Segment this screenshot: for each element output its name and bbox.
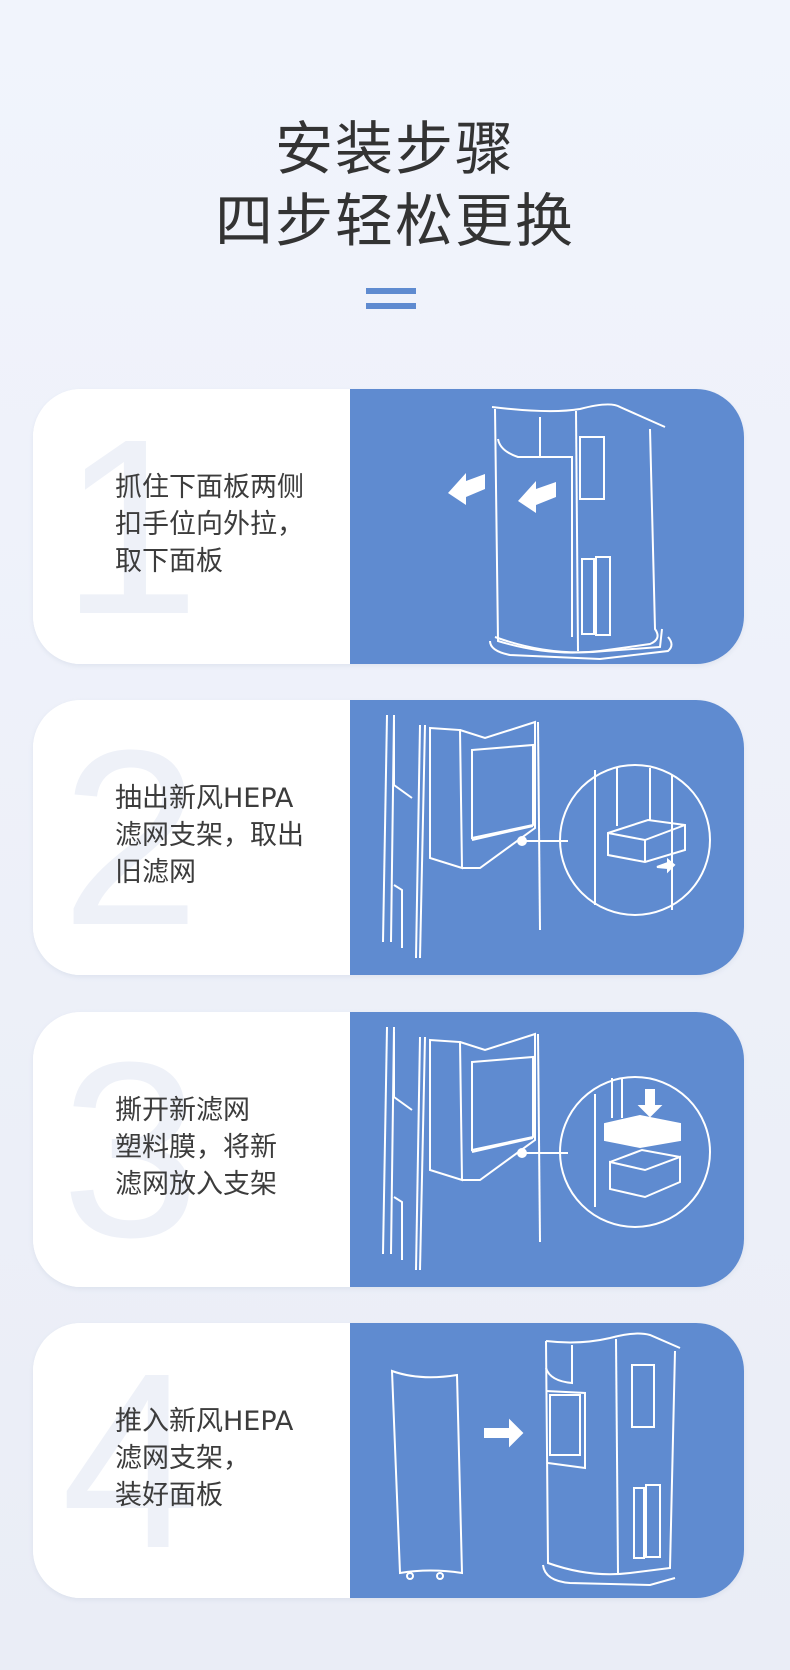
arrow-left-icon (448, 473, 556, 513)
step-description: 撕开新滤网 塑料膜，将新 滤网放入支架 (115, 1095, 277, 1200)
step-number: 2 (61, 700, 201, 975)
step-text-panel: 2 抽出新风HEPA 滤网支架，取出 旧滤网 (33, 700, 350, 975)
step-number: 4 (61, 1323, 201, 1598)
step-description: 抽出新风HEPA 滤网支架，取出 旧滤网 (115, 783, 304, 888)
step-text-panel: 3 撕开新滤网 塑料膜，将新 滤网放入支架 (33, 1012, 350, 1287)
step-card-3: 3 撕开新滤网 塑料膜，将新 滤网放入支架 (33, 1012, 744, 1287)
filter-insert-icon (382, 1026, 711, 1271)
purifier-remove-panel-icon (489, 403, 673, 661)
page-title-line-2: 四步轻松更换 (214, 187, 575, 255)
step-text-panel: 1 抓住下面板两侧 扣手位向外拉， 取下面板 (33, 389, 350, 664)
step-number: 3 (61, 1012, 201, 1287)
purifier-reinstall-panel-icon (390, 1332, 681, 1587)
step-description: 推入新风HEPA 滤网支架， 装好面板 (115, 1406, 294, 1511)
step-text-panel: 4 推入新风HEPA 滤网支架， 装好面板 (33, 1323, 350, 1598)
filter-tray-pull-out-icon (382, 714, 711, 959)
step-number: 1 (61, 389, 201, 664)
step-card-1: 1 抓住下面板两侧 扣手位向外拉， 取下面板 (33, 389, 744, 664)
step-illustration-insert-filter (350, 1012, 744, 1287)
double-bar-divider-icon (366, 288, 416, 318)
step-description: 抓住下面板两侧 扣手位向外拉， 取下面板 (115, 472, 304, 577)
step-card-2: 2 抽出新风HEPA 滤网支架，取出 旧滤网 (33, 700, 744, 975)
page-title-line-1: 安装步骤 (274, 115, 515, 183)
step-card-4: 4 推入新风HEPA 滤网支架， 装好面板 (33, 1323, 744, 1598)
step-illustration-pull-tray (350, 700, 744, 975)
step-illustration-reinstall (350, 1323, 744, 1598)
step-illustration-remove-panel (350, 389, 744, 664)
